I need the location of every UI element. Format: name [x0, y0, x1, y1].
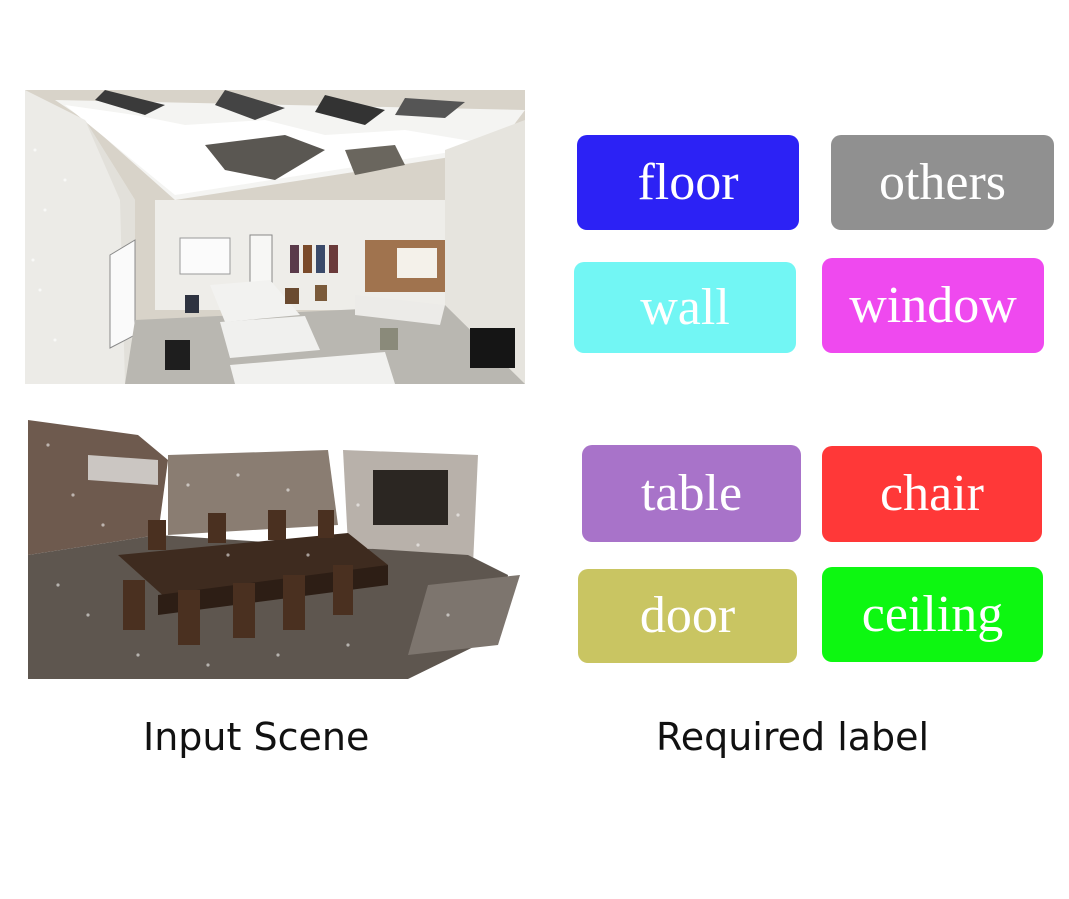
label-wall-text: wall: [640, 278, 730, 336]
input-scene-caption: Input Scene: [143, 715, 370, 759]
label-door: door: [578, 569, 797, 663]
input-scene-classroom-image: [25, 90, 525, 384]
label-floor-text: floor: [637, 153, 739, 211]
label-window: window: [822, 258, 1044, 353]
label-table: table: [582, 445, 801, 542]
label-ceiling-text: ceiling: [861, 585, 1004, 643]
label-chair: chair: [822, 446, 1042, 542]
label-chair-text: chair: [880, 465, 984, 522]
input-scene-meeting-room-image: [28, 415, 520, 679]
label-floor: floor: [577, 135, 799, 230]
label-window-text: window: [849, 276, 1017, 334]
label-ceiling: ceiling: [822, 567, 1043, 662]
label-wall: wall: [574, 262, 796, 353]
label-table-text: table: [640, 464, 743, 522]
label-others: others: [831, 135, 1054, 230]
required-label-caption: Required label: [656, 715, 930, 759]
label-others-text: others: [878, 153, 1007, 211]
label-door-text: door: [639, 587, 736, 644]
